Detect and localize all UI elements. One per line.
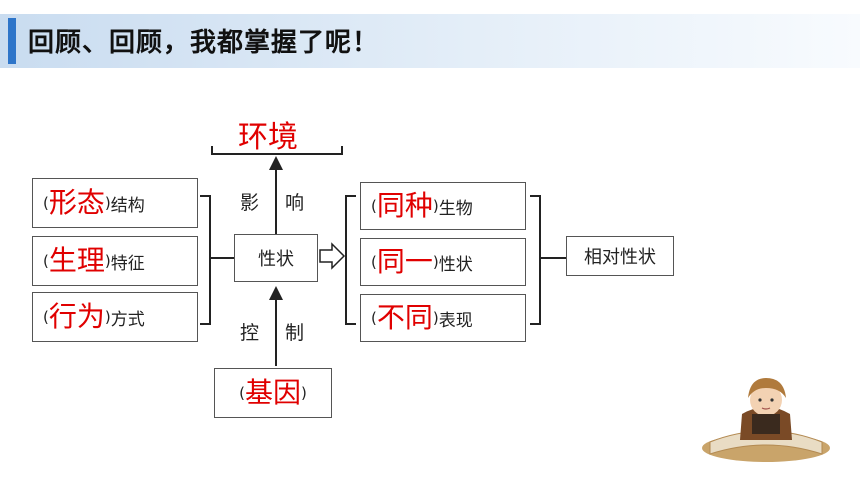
influence-label: 影 响 [240, 192, 315, 214]
left-item-form: ( 形态 ) 结构 [32, 178, 198, 228]
title-accent-bar [8, 18, 16, 64]
answer-behavior: 行为 [48, 300, 105, 333]
trait-box: 性状 [234, 234, 318, 282]
right-item-species: ( 同种 ) 生物 [360, 182, 526, 230]
answer-form: 形态 [48, 186, 105, 219]
answer-same: 同一 [376, 245, 433, 278]
title-banner [0, 14, 860, 68]
answer-different: 不同 [376, 301, 433, 334]
result-box: 相对性状 [566, 236, 674, 276]
girl-reading-illustration [702, 378, 830, 462]
left-item-physiology: ( 生理 ) 特征 [32, 236, 198, 286]
control-label: 控 制 [240, 322, 315, 344]
answer-species: 同种 [376, 189, 433, 222]
answer-physiology: 生理 [48, 244, 105, 277]
gene-box: ( 基因 ) [214, 368, 332, 418]
environment-label: 环境 [238, 120, 298, 155]
page-title: 回顾、回顾，我都掌握了呢！ [28, 28, 380, 58]
answer-gene: 基因 [244, 376, 301, 409]
left-item-behavior: ( 行为 ) 方式 [32, 292, 198, 342]
right-item-same-trait: ( 同一 ) 性状 [360, 238, 526, 286]
right-item-different: ( 不同 ) 表现 [360, 294, 526, 342]
